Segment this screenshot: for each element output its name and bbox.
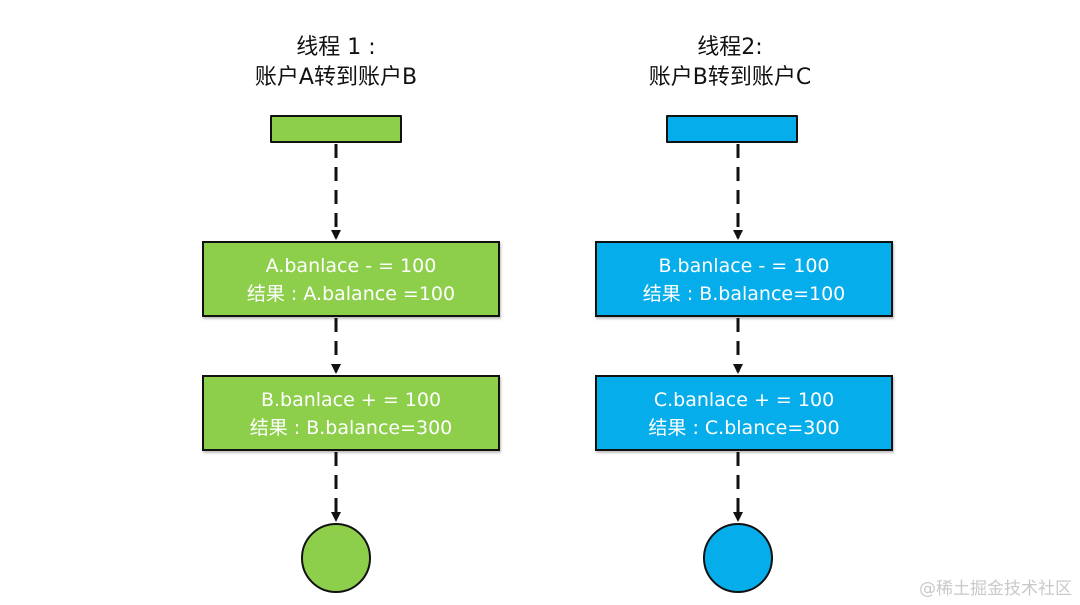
thread1-title-line2: 账户A转到账户B (254, 65, 418, 90)
thread2-start-box (666, 115, 798, 143)
thread1-step2-result: 结果 : B.balance=300 (249, 417, 453, 439)
thread1-step2-operation: B.banlace + = 100 (260, 389, 442, 411)
thread2-title-line2: 账户B转到账户C (648, 65, 812, 90)
thread1-start-box (270, 115, 402, 143)
thread1-step1-result: 结果 : A.balance =100 (246, 283, 456, 305)
thread2-title-line1: 线程2: (697, 35, 763, 60)
thread2-step1-result: 结果 : B.balance=100 (642, 283, 846, 305)
thread2-step2-result: 结果 : C.blance=300 (648, 417, 840, 439)
thread1-title-line1: 线程 1 : (296, 35, 376, 60)
thread1-end-node (301, 523, 371, 593)
thread2-step1-box: B.banlace - = 100 结果 : B.balance=100 (595, 241, 893, 317)
thread2-step2-box: C.banlace + = 100 结果 : C.blance=300 (595, 375, 893, 451)
watermark: @稀土掘金技术社区 (919, 579, 1072, 599)
thread2-step2-operation: C.banlace + = 100 (653, 389, 835, 411)
thread1-step1-operation: A.banlace - = 100 (265, 255, 437, 277)
thread1-step1-box: A.banlace - = 100 结果 : A.balance =100 (202, 241, 500, 317)
thread1-title: 线程 1 : 账户A转到账户B (176, 33, 496, 93)
thread2-step1-operation: B.banlace - = 100 (658, 255, 830, 277)
thread2-end-node (703, 523, 773, 593)
thread2-title: 线程2: 账户B转到账户C (570, 33, 890, 93)
thread1-step2-box: B.banlace + = 100 结果 : B.balance=300 (202, 375, 500, 451)
